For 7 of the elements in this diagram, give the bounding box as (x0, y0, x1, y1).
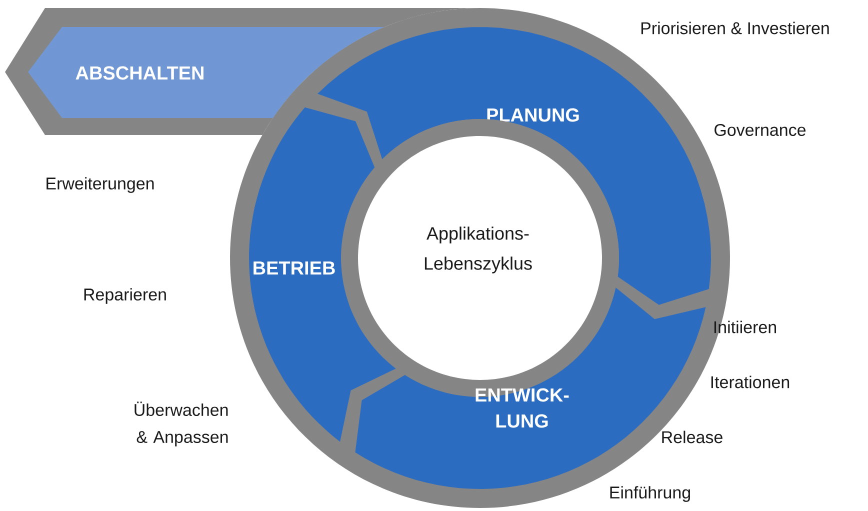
activity-label: Reparieren (84, 288, 166, 304)
activity-label: Initiieren (714, 320, 776, 334)
activity-label: Einführung (610, 486, 690, 502)
activity-label: Überwachen & Anpassen (134, 402, 228, 446)
activity-label: Erweiterungen (46, 177, 154, 193)
phase-segment: BETRIEB (249, 107, 396, 442)
node-label: PLANUNG (487, 108, 579, 122)
